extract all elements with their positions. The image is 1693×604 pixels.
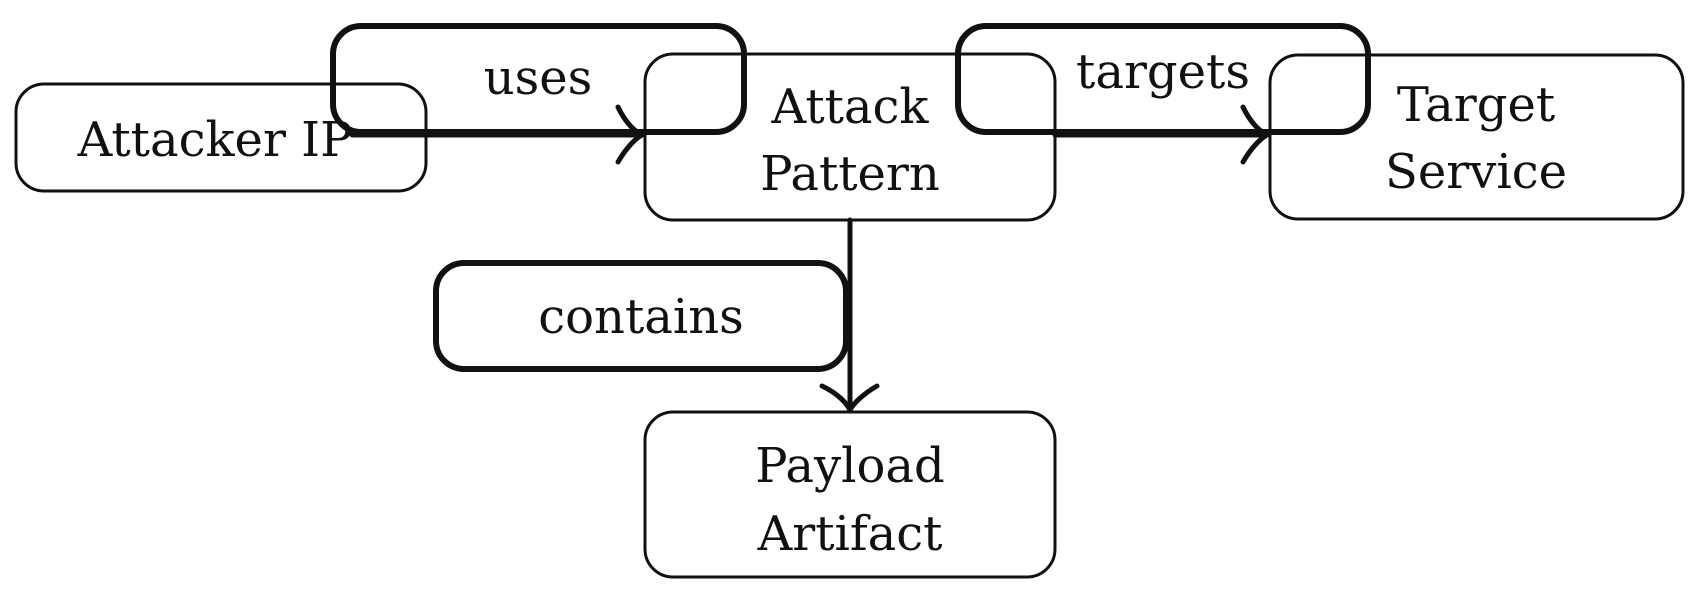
edge-uses-label: uses: [484, 50, 593, 106]
edge-uses-label-box: [330, 23, 747, 135]
edge-targets-label: targets: [1076, 44, 1250, 100]
node-target-service-label-line2: Service: [1385, 144, 1567, 200]
node-attacker-ip[interactable]: Attacker IP: [14, 82, 428, 193]
node-payload-artifact-label-line2: Artifact: [757, 506, 943, 562]
edge-contains-label: contains: [538, 289, 744, 345]
edge-contains-arrowhead: [819, 383, 880, 413]
node-target-service-label-line1: Target: [1397, 77, 1555, 133]
node-attacker-ip-label: Attacker IP: [77, 112, 353, 168]
node-payload-artifact-label-line1: Payload: [755, 438, 944, 494]
node-target-service[interactable]: Target Service: [1268, 53, 1685, 221]
edge-targets[interactable]: targets: [955, 23, 1371, 165]
edge-contains-label-box: [433, 260, 849, 372]
edge-targets-label-box: [955, 23, 1371, 135]
node-attack-pattern[interactable]: Attack Pattern: [643, 52, 1057, 222]
edge-uses[interactable]: uses: [330, 23, 747, 165]
node-attack-pattern-label-line1: Attack: [771, 79, 930, 135]
node-payload-artifact[interactable]: Payload Artifact: [643, 410, 1057, 579]
node-attack-pattern-label-line2: Pattern: [760, 146, 940, 202]
edge-contains[interactable]: contains: [433, 217, 880, 413]
node-target-service-box: [1268, 53, 1685, 221]
